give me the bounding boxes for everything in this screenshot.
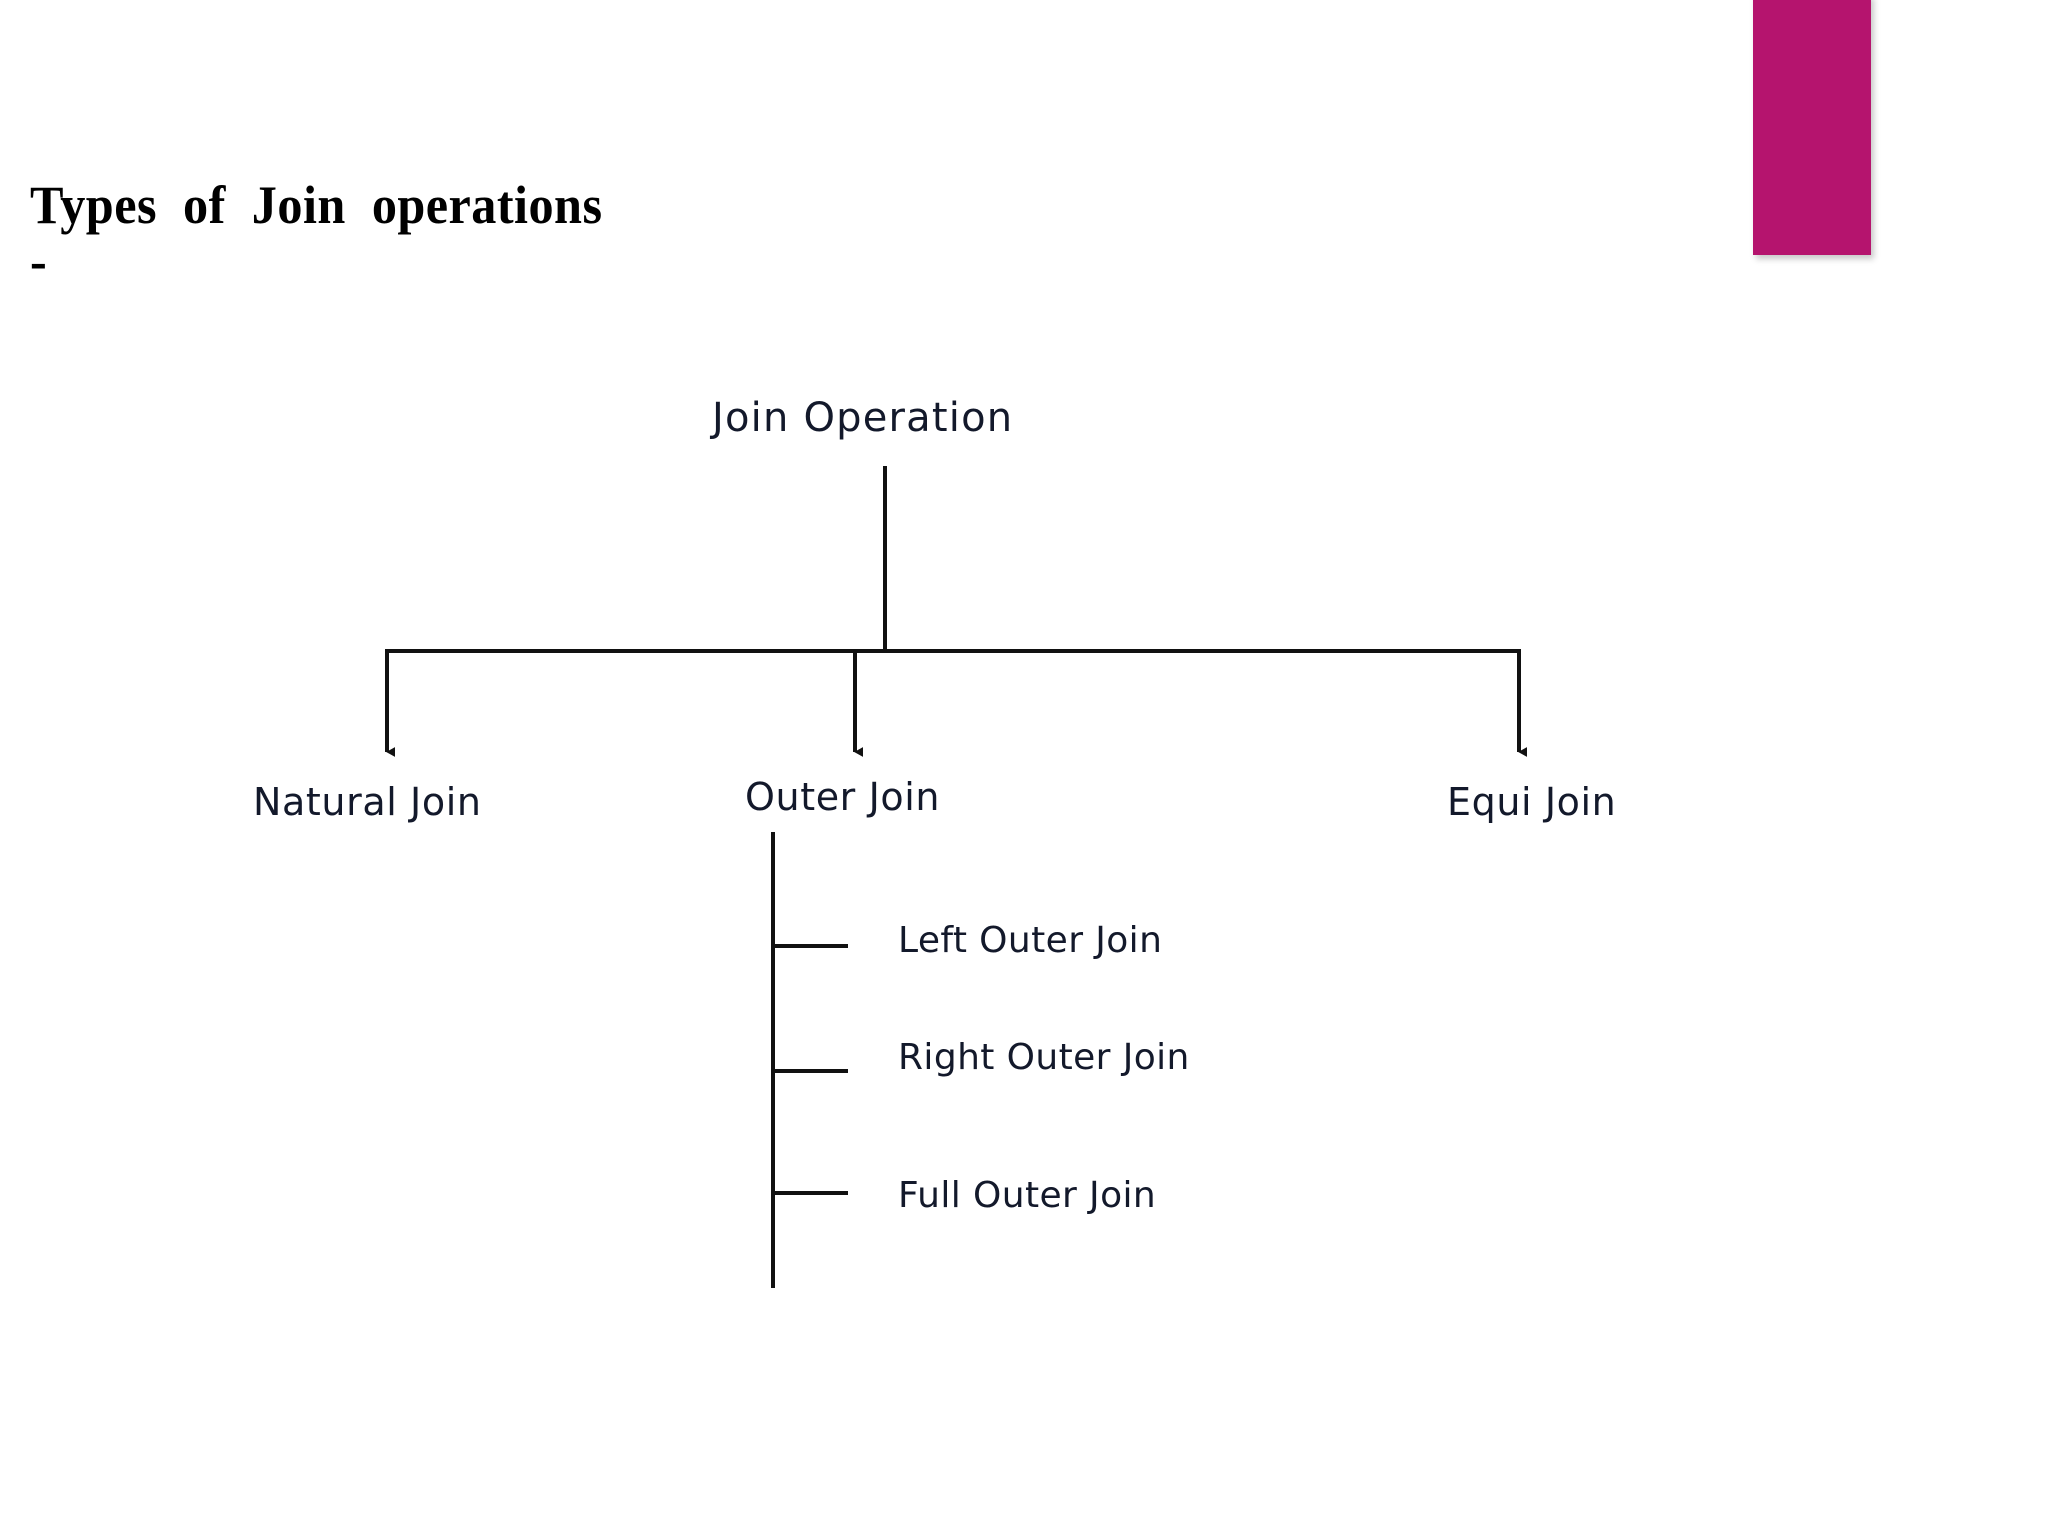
tree-node-right-outer-join-label: Right Outer Join — [898, 1037, 1190, 1078]
tree-node-full-outer-join-label: Full Outer Join — [898, 1175, 1157, 1216]
page-subtitle-dash: - — [30, 231, 47, 291]
tree-node-natural-join-label: Natural Join — [253, 780, 482, 824]
page-title: Types of Join operations — [30, 175, 603, 235]
accent-block-decoration — [1753, 0, 1871, 255]
tree-node-equi-join-label: Equi Join — [1447, 780, 1617, 824]
title-block: Types of Join operations - — [30, 175, 1680, 291]
tree-node-left-outer-join-label: Left Outer Join — [898, 920, 1163, 961]
tree-node-outer-join-label: Outer Join — [745, 775, 941, 819]
tree-node-root-label: Join Operation — [712, 395, 1014, 441]
